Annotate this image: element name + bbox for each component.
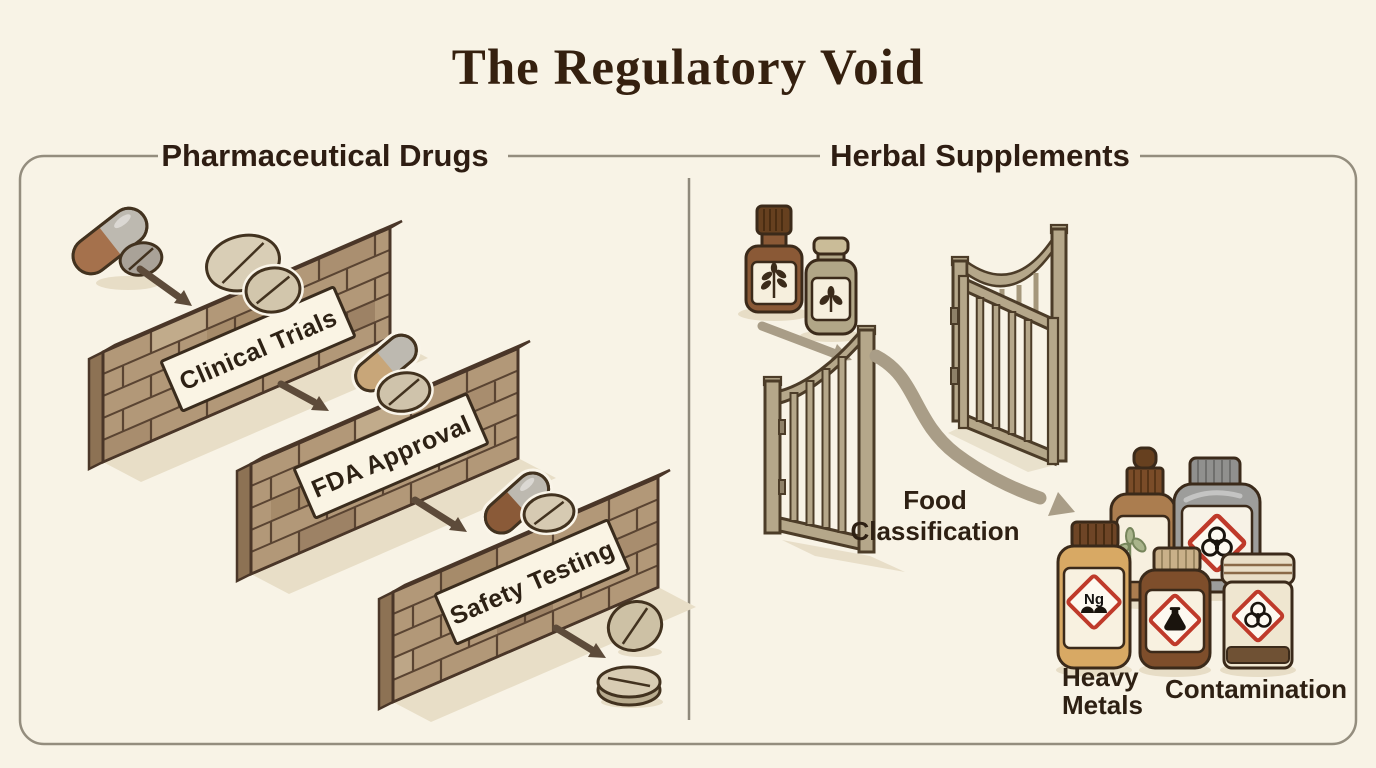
flow-arrow (411, 496, 467, 532)
flow-arrow (136, 265, 192, 306)
frame-gap-left (158, 142, 508, 172)
tablet-icon (242, 263, 304, 317)
pathway-arrow (869, 349, 1075, 516)
gate-shadow (948, 425, 1055, 472)
pill-shadow (96, 276, 160, 290)
capsule-icon (480, 468, 554, 538)
capsule-icon (351, 330, 421, 396)
pharmaceutical-path-illustration: Clinical Trials FDA Approval (71, 206, 696, 722)
left-panel-header: Pharmaceutical Drugs (161, 138, 488, 173)
tablet-icon (118, 241, 164, 277)
biohazard-diamond (1231, 589, 1285, 643)
heavy-metals-symbol: Ng (1084, 591, 1104, 608)
heavy-metals-label-line1: Heavy (1062, 662, 1139, 692)
right-panel-header: Herbal Supplements (830, 138, 1130, 173)
tablet-icon (596, 665, 662, 707)
contamination-diamond (1148, 593, 1202, 647)
gate-hinge (778, 419, 786, 435)
open-gate-right (950, 223, 1069, 467)
content-frame (18, 154, 1358, 746)
tablet-icon (374, 368, 434, 416)
gate-hinge (950, 307, 959, 325)
tablet-icon (606, 600, 664, 652)
gate-hinge (778, 479, 786, 495)
hazard-jar (1220, 552, 1296, 670)
heavy-metals-bottle: Ng (1056, 520, 1132, 670)
flow-arrow (277, 380, 329, 411)
frame-gap-right (820, 142, 1140, 172)
tablet-icon (520, 490, 578, 536)
food-classification-label-line2: Classification (850, 516, 1019, 546)
herbal-path-illustration: Food Classification (738, 204, 1347, 720)
wall-shadow (103, 338, 428, 482)
heavy-metals-label-line2: Metals (1062, 690, 1143, 720)
gate-hinge (950, 367, 959, 385)
brown-hazard-bottle (1138, 546, 1212, 670)
food-classification-label-line1: Food (903, 485, 967, 515)
gate-shadow (782, 540, 905, 572)
herbal-bottle-brown (744, 204, 804, 314)
page-title: The Regulatory Void (452, 40, 924, 96)
open-gate-left (762, 324, 877, 554)
wall-shadow (251, 458, 556, 594)
flow-arrow (552, 624, 606, 658)
contamination-label: Contamination (1165, 674, 1347, 704)
heavy-metals-diamond: Ng (1066, 574, 1122, 630)
herbal-bottle-tan (804, 236, 858, 336)
